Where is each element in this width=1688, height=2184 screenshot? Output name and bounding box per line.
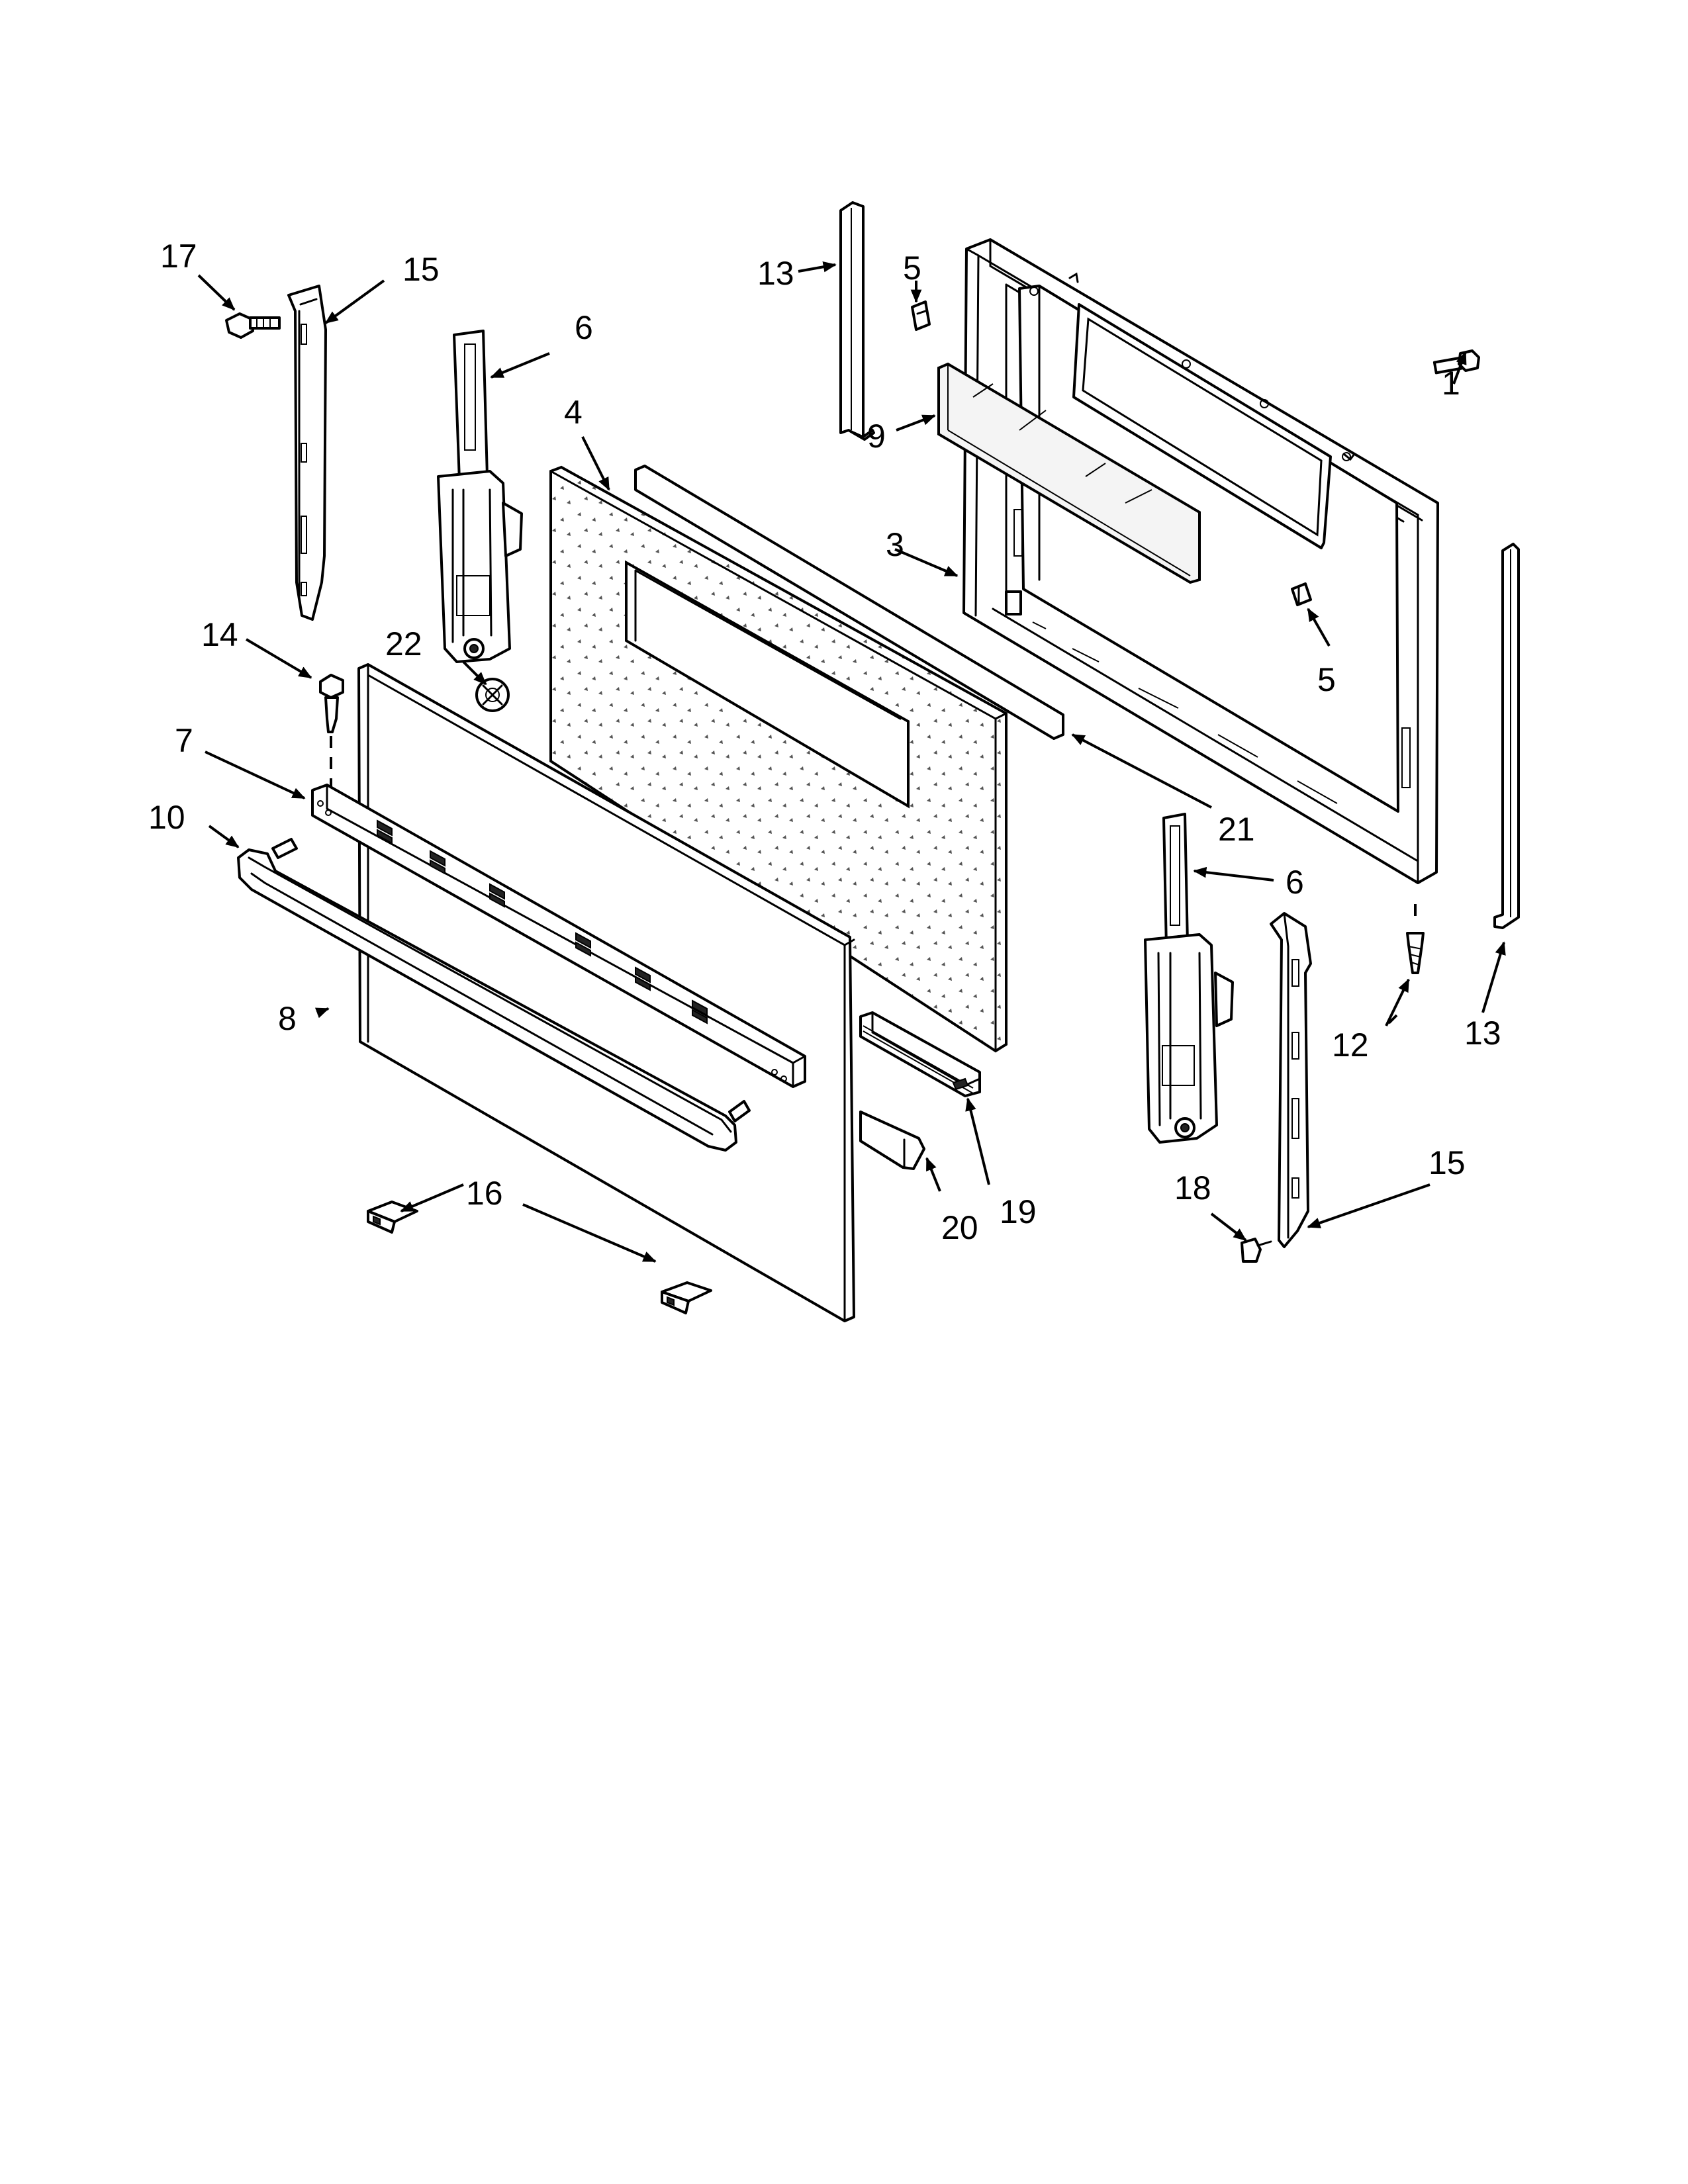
vent-slots (377, 819, 708, 1024)
part-7-vent-trim (311, 784, 806, 1088)
leader-lines (197, 261, 1506, 1263)
part-12-screw (1406, 904, 1425, 974)
callout-12: 12 (1332, 1026, 1369, 1064)
part-13-left-trim (839, 201, 875, 441)
part-5-upper-clip (911, 300, 931, 331)
callout-1: 1 (1442, 365, 1460, 402)
part-21-strip (634, 465, 1064, 740)
part-6-upper-hinge (437, 330, 523, 663)
callout-13-left: 13 (757, 255, 794, 292)
part-15-right-bracket (1270, 912, 1312, 1248)
callout-19: 19 (1000, 1193, 1037, 1230)
callout-22: 22 (385, 625, 422, 662)
callout-21: 21 (1218, 811, 1255, 848)
callout-9: 9 (867, 418, 886, 455)
part-19-rail (859, 1011, 981, 1097)
callout-5-lower: 5 (1317, 661, 1336, 698)
callout-6-lower: 6 (1286, 864, 1304, 901)
part-5-lower-clip (1291, 582, 1312, 606)
part-20-end-cap (859, 1111, 925, 1170)
callout-20: 20 (941, 1209, 978, 1246)
part-22-retainer (475, 678, 510, 712)
callout-15-left: 15 (402, 251, 440, 288)
callout-10: 10 (148, 799, 185, 836)
part-8-outer-door-panel (357, 663, 855, 1322)
callout-14: 14 (201, 616, 238, 653)
callout-17: 17 (160, 238, 197, 275)
part-9-window-glass (937, 362, 1201, 584)
part-10-door-handle (237, 838, 751, 1152)
part-14-screw (319, 674, 344, 790)
part-15-left-bracket (287, 285, 327, 621)
part-13-right-trim (1493, 543, 1520, 929)
callout-6-upper: 6 (575, 309, 593, 346)
callout-7: 7 (175, 722, 193, 759)
callout-labels: 17 15 6 4 13 5 9 3 1 5 21 6 14 22 7 10 8… (148, 238, 1501, 1246)
part-16-clip-right (661, 1281, 712, 1314)
part-17-screw (225, 312, 281, 339)
callout-18: 18 (1174, 1169, 1211, 1206)
callout-8: 8 (278, 1000, 297, 1037)
callout-4: 4 (564, 394, 583, 431)
callout-13-right: 13 (1464, 1015, 1501, 1052)
part-16-clip-left (367, 1201, 418, 1234)
part-6-lower-hinge (1144, 813, 1234, 1144)
callout-15-right: 15 (1429, 1144, 1466, 1181)
part-18-pin (1241, 1238, 1272, 1263)
callout-16: 16 (466, 1175, 503, 1212)
part-4-door-insulation (549, 465, 1008, 1053)
callout-3: 3 (886, 526, 904, 563)
callout-5-upper: 5 (903, 250, 921, 287)
